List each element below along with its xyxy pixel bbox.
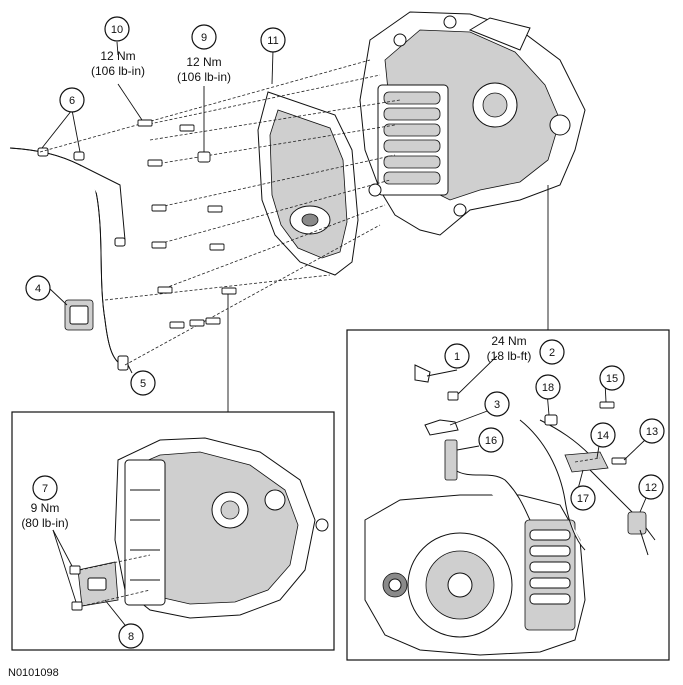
callout-number: 11 <box>267 35 278 47</box>
callout-15: 15 <box>599 365 625 391</box>
callout-7: 7 9 Nm (80 lb-in) <box>21 475 69 530</box>
callout-number: 7 <box>42 483 48 495</box>
callout-10: 10 12 Nm (106 lb-in) <box>91 16 145 78</box>
detail-box-right <box>346 329 670 661</box>
callout-12: 12 <box>638 474 664 500</box>
callout-number: 17 <box>577 493 589 505</box>
callout-11: 11 <box>260 27 286 53</box>
callout-number: 9 <box>201 32 207 44</box>
callout-number: 15 <box>606 373 618 385</box>
detail-box-left <box>11 411 335 651</box>
torque-imperial: (106 lb-in) <box>91 64 145 78</box>
callout-2: 2 24 Nm (18 lb-ft) <box>487 334 565 365</box>
callout-6: 6 <box>59 87 85 113</box>
callout-number: 8 <box>128 631 134 643</box>
callout-number: 12 <box>645 482 657 494</box>
callout-14: 14 <box>590 422 616 448</box>
cover-bolts <box>137 119 237 329</box>
callout-1: 1 <box>444 343 470 369</box>
callout-17: 17 <box>570 485 596 511</box>
callout-number: 2 <box>549 347 555 359</box>
callout-number: 4 <box>35 283 41 295</box>
callout-number: 14 <box>597 430 609 442</box>
callout-13: 13 <box>639 418 665 444</box>
torque-imperial: (106 lb-in) <box>177 70 231 84</box>
torque-metric: 24 Nm <box>491 334 526 348</box>
torque-metric: 12 Nm <box>186 55 221 69</box>
callout-8: 8 <box>118 623 144 649</box>
figure-id: N0101098 <box>8 667 59 679</box>
callout-number: 18 <box>542 382 554 394</box>
callout-number: 10 <box>111 24 123 36</box>
torque-metric: 12 Nm <box>100 49 135 63</box>
callout-16: 16 <box>478 427 504 453</box>
solenoid-stack <box>383 91 441 185</box>
callout-5: 5 <box>130 370 156 396</box>
torque-metric: 9 Nm <box>31 501 60 515</box>
callout-9: 9 12 Nm (106 lb-in) <box>177 24 231 84</box>
callout-number: 16 <box>485 435 497 447</box>
callout-18: 18 <box>535 374 561 400</box>
torque-imperial: (18 lb-ft) <box>487 349 532 363</box>
callout-number: 6 <box>69 95 75 107</box>
callout-number: 13 <box>646 426 658 438</box>
callout-4: 4 <box>25 275 51 301</box>
callout-number: 3 <box>494 399 500 411</box>
torque-imperial: (80 lb-in) <box>21 516 68 530</box>
callout-number: 5 <box>140 378 146 390</box>
solenoid-stack-detail <box>529 529 571 605</box>
callout-3: 3 <box>484 391 510 417</box>
main-transmission-illustration <box>9 11 586 412</box>
callout-number: 1 <box>454 351 460 363</box>
